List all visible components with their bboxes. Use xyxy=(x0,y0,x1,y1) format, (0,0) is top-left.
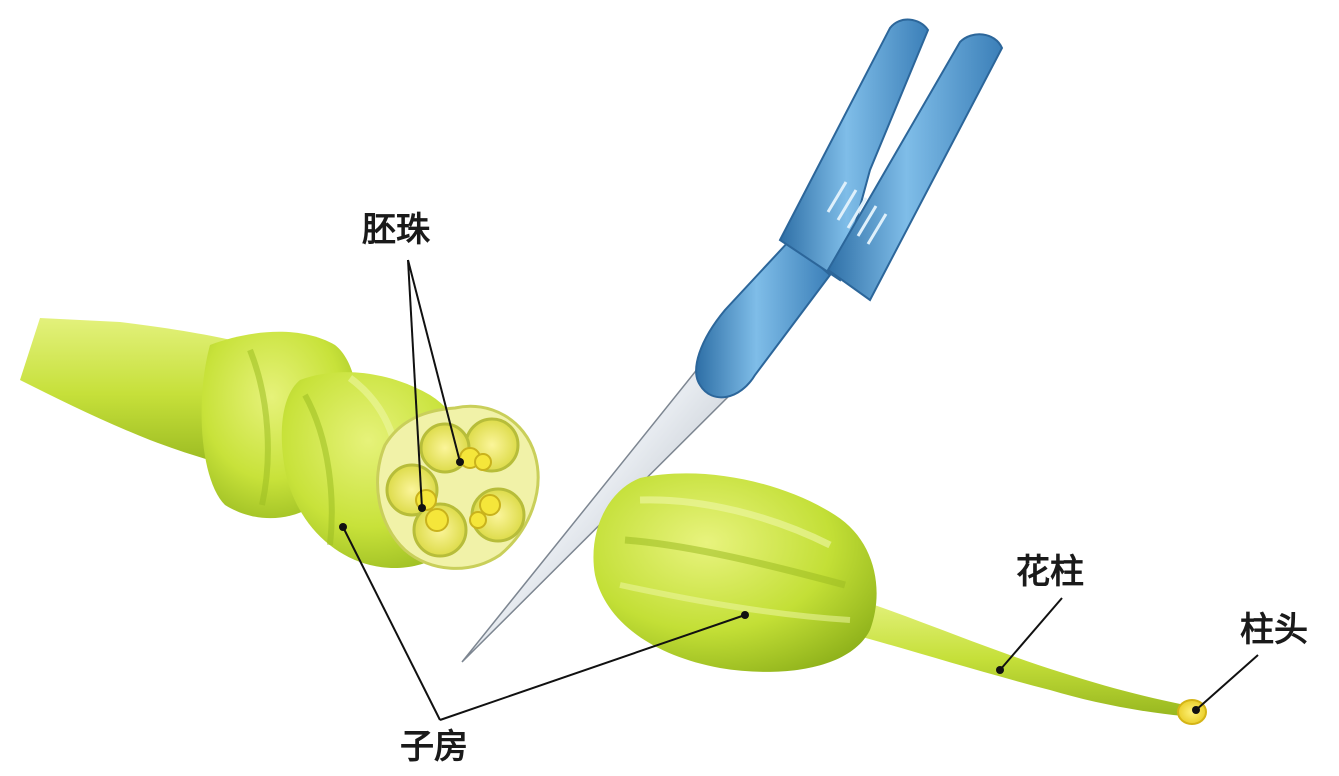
ovule xyxy=(475,454,491,470)
scalpel-neck xyxy=(696,240,830,397)
ovule xyxy=(470,512,486,528)
stigma-leader-line xyxy=(1196,655,1258,710)
stigma-label: 柱头 xyxy=(1240,613,1308,647)
style-leader-line xyxy=(1000,598,1062,670)
ovule xyxy=(480,495,500,515)
ovary-cross-section xyxy=(378,406,539,568)
right-ovary-body xyxy=(593,473,876,672)
right-pistil xyxy=(593,473,1206,724)
ovary-leader-line xyxy=(440,615,745,720)
ovule xyxy=(426,509,448,531)
style xyxy=(855,600,1185,716)
ovule-label: 胚珠 xyxy=(362,213,430,247)
ovary-label: 子房 xyxy=(400,730,468,764)
style-label: 花柱 xyxy=(1016,555,1084,589)
